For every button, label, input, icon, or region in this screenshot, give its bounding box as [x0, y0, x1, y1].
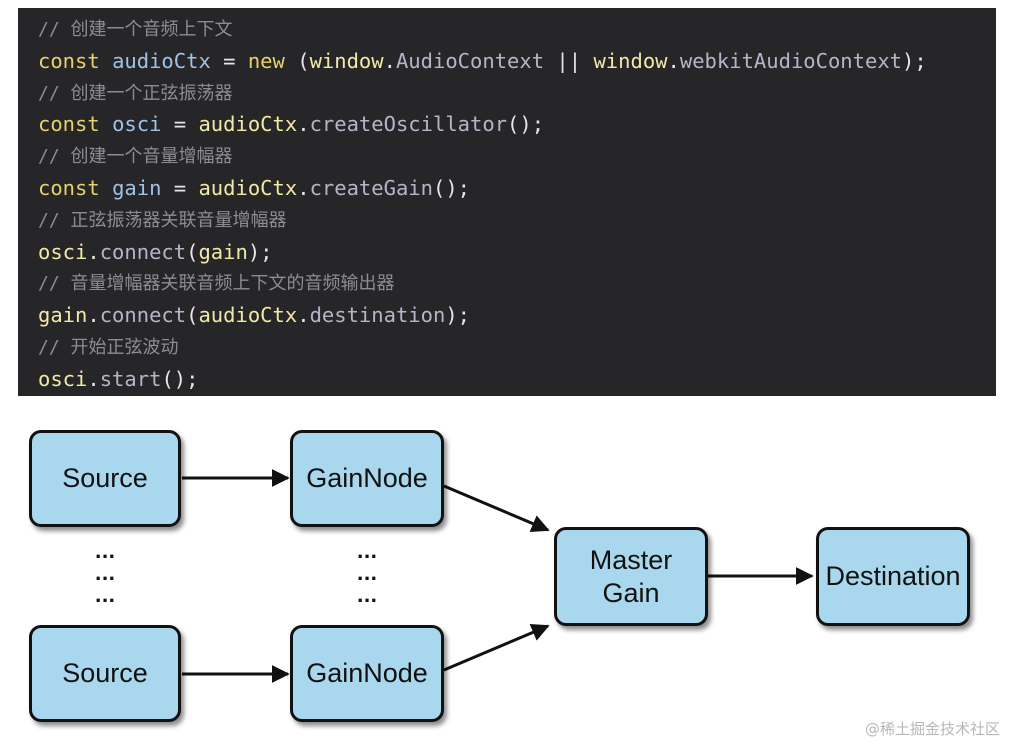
- source-node-bottom: Source: [29, 625, 181, 722]
- code-token: (: [186, 239, 199, 264]
- code-token: osci: [38, 366, 88, 391]
- code-token: .: [297, 175, 310, 200]
- code-token: audioCtx: [198, 112, 298, 137]
- code-token: connect: [99, 303, 187, 328]
- code-statement-line: osci.connect(gain);: [38, 237, 996, 269]
- code-token: ();: [161, 366, 199, 391]
- gain-node-bottom: GainNode: [290, 625, 444, 722]
- code-token: const: [38, 175, 113, 200]
- watermark: @稀土掘金技术社区: [864, 720, 1000, 738]
- code-token: window: [309, 48, 384, 73]
- code-token: // 开始正弦波动: [38, 336, 179, 358]
- code-token: gain: [198, 239, 248, 264]
- code-token: destination: [309, 303, 446, 328]
- code-statement-line: const audioCtx = new (window.AudioContex…: [38, 46, 996, 78]
- code-token: osci: [112, 112, 162, 137]
- code-token: webkitAudioContext: [679, 48, 903, 73]
- code-token: createGain: [309, 175, 433, 200]
- code-token: );: [247, 239, 273, 264]
- destination-node: Destination: [816, 527, 970, 626]
- source-node-top: Source: [29, 430, 181, 527]
- code-token: const: [38, 48, 113, 73]
- ellipsis-left: ... ... ...: [94, 542, 116, 607]
- code-token: start: [99, 366, 162, 391]
- code-token: ();: [432, 175, 471, 200]
- code-token: // 创建一个音量增幅器: [38, 146, 233, 168]
- code-statement-line: const gain = audioCtx.createGain();: [38, 173, 996, 205]
- code-token: ||: [544, 48, 594, 73]
- code-comment-line: // 创建一个正弦振荡器: [38, 78, 996, 110]
- code-token: const: [38, 112, 113, 137]
- code-comment-line: // 音量增幅器关联音频上下文的音频输出器: [38, 268, 996, 300]
- code-token: audioCtx: [198, 303, 298, 328]
- code-token: connect: [99, 239, 187, 264]
- code-token: createOscillator: [309, 112, 508, 137]
- code-token: AudioContext: [395, 48, 545, 73]
- code-token: gain: [112, 175, 162, 200]
- audio-graph-diagram: Source GainNode Source GainNode Master G…: [0, 400, 1010, 747]
- arrow-gain-top-to-master: [443, 484, 550, 532]
- code-token: gain: [38, 303, 88, 328]
- code-token: // 创建一个正弦振荡器: [38, 82, 233, 104]
- code-token: );: [902, 48, 927, 73]
- code-token: // 创建一个音频上下文: [38, 19, 233, 40]
- code-token: (: [186, 303, 199, 328]
- code-token: new: [247, 48, 285, 73]
- code-token: // 正弦振荡器关联音量增幅器: [38, 209, 287, 231]
- code-statement-line: gain.connect(audioCtx.destination);: [38, 300, 996, 332]
- code-token: .: [87, 239, 100, 264]
- code-token: .: [87, 366, 100, 391]
- code-comment-line: // 创建一个音量增幅器: [38, 141, 996, 173]
- code-token: =: [210, 48, 248, 73]
- code-statement-line: osci.start();: [38, 364, 996, 396]
- code-token: .: [297, 303, 310, 328]
- code-token: .: [383, 48, 396, 73]
- code-comment-line: // 开始正弦波动: [38, 332, 996, 364]
- ellipsis-right: ... ... ...: [356, 542, 378, 607]
- code-statement-line: const osci = audioCtx.createOscillator()…: [38, 109, 996, 141]
- code-token: .: [87, 303, 100, 328]
- arrow-gain-bottom-to-master: [443, 624, 550, 672]
- code-token: ();: [507, 112, 545, 137]
- code-token: .: [297, 112, 310, 137]
- master-gain-node: Master Gain: [554, 527, 708, 626]
- code-token: window: [593, 48, 668, 73]
- gain-node-top: GainNode: [290, 430, 444, 527]
- connection-arrows: [182, 469, 814, 683]
- code-token: osci: [38, 239, 88, 264]
- code-token: audioCtx: [198, 175, 298, 200]
- code-token: =: [161, 112, 199, 137]
- code-token: audioCtx: [112, 48, 211, 73]
- code-token: =: [161, 175, 199, 200]
- code-token: // 音量增幅器关联音频上下文的音频输出器: [38, 273, 395, 295]
- code-token: );: [445, 303, 471, 328]
- code-token: .: [667, 48, 680, 73]
- code-token: (: [284, 48, 310, 73]
- code-comment-line: // 创建一个音频上下文: [38, 14, 996, 46]
- code-comment-line: // 正弦振荡器关联音量增幅器: [38, 205, 996, 237]
